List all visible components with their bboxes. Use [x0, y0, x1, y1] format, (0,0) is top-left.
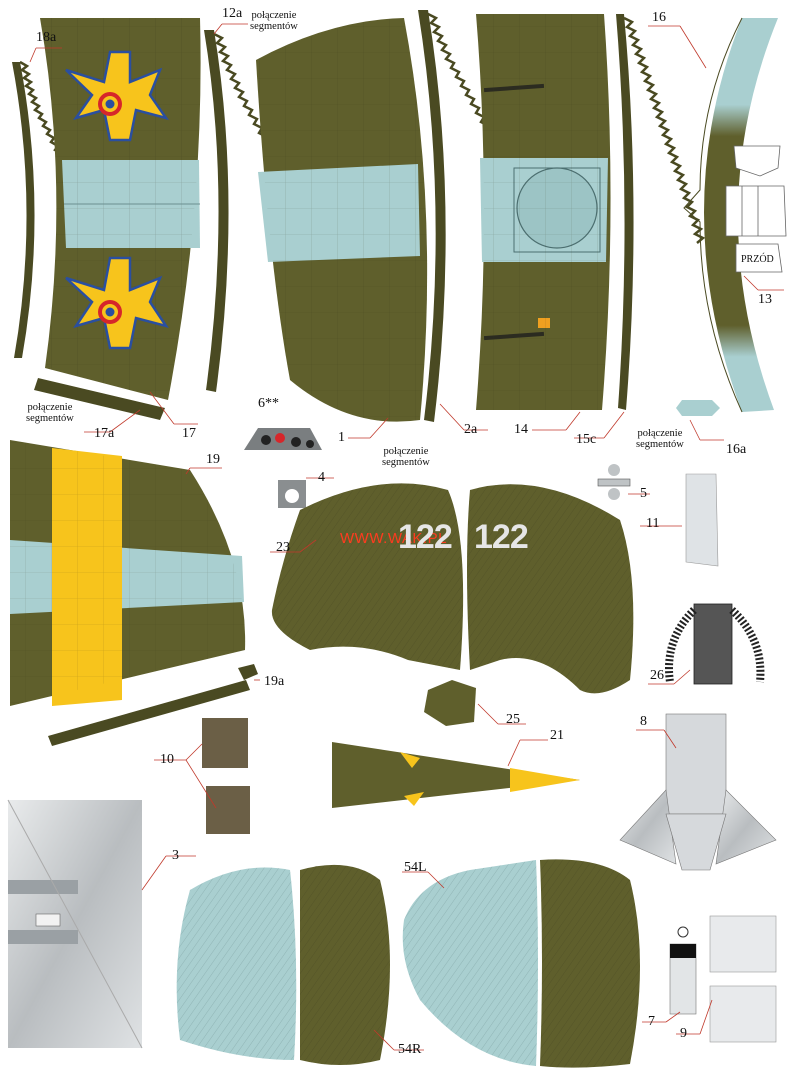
label-2a: 2a: [464, 422, 478, 437]
label-5: 5: [640, 486, 647, 501]
note-line2: segmentów: [26, 413, 74, 424]
label-25: 25: [506, 712, 520, 727]
label-12a: 12a: [222, 6, 243, 21]
part-19-panel: [10, 440, 246, 706]
label-16a: 16a: [726, 442, 747, 457]
note-line2: segmentów: [250, 21, 298, 32]
part-26-piece: [665, 603, 765, 685]
part-1-panel: [256, 18, 428, 422]
part-54L-wing: [402, 859, 640, 1068]
tail-number-right: 122: [474, 518, 529, 556]
label-9: 9: [680, 1026, 687, 1041]
label-6: 6**: [258, 396, 279, 411]
label-10: 10: [160, 752, 174, 767]
label-3: 3: [172, 848, 179, 863]
watermark-text: WWW.WAK.PL: [340, 530, 447, 547]
part-7-piece: [669, 926, 697, 1015]
roundel-cross-lower: [65, 256, 169, 350]
part-13-box: [725, 145, 787, 273]
part-25-piece: [424, 680, 476, 726]
part-19a-tab: [238, 664, 258, 680]
label-1: 1: [338, 430, 345, 445]
part-54R-wing: [176, 864, 390, 1065]
part-23-tailplane: [271, 483, 634, 694]
segment-note-2a: połączenie segmentów: [382, 446, 430, 468]
part-5-piece: [597, 464, 631, 500]
part-19a-strip: [48, 680, 250, 746]
part-17a-strip: [34, 378, 165, 420]
label-19: 19: [206, 452, 220, 467]
label-15c: 15c: [576, 432, 597, 447]
front-label: PRZÓD: [741, 254, 774, 265]
label-23: 23: [276, 540, 290, 555]
note-line1: połączenie: [637, 428, 683, 439]
note-line1: połączenie: [383, 446, 429, 457]
tail-number-left: 122: [398, 518, 453, 556]
leader-lines: [29, 23, 784, 1051]
roundel-cross-upper: [65, 50, 169, 142]
label-13: 13: [758, 292, 772, 307]
note-line1: połączenie: [251, 10, 297, 21]
part-3-cockpit-floor: [7, 799, 143, 1049]
part-16a-piece: [676, 400, 720, 416]
label-8: 8: [640, 714, 647, 729]
label-14: 14: [514, 422, 528, 437]
part-10-upper: [202, 718, 248, 768]
label-54R: 54R: [398, 1042, 422, 1057]
label-17a: 17a: [94, 426, 115, 441]
label-18a: 18a: [36, 30, 57, 45]
part-15c-strip: [616, 14, 706, 410]
part-14-panel: [476, 14, 611, 410]
part-17-panel: [40, 18, 201, 400]
label-21: 21: [550, 728, 564, 743]
part-10-lower: [206, 786, 250, 834]
label-17: 17: [182, 426, 196, 441]
note-line2: segmentów: [636, 439, 684, 450]
segment-note-18a: połączenie segmentów: [26, 402, 74, 424]
label-19a: 19a: [264, 674, 285, 689]
note-line2: segmentów: [382, 457, 430, 468]
label-7: 7: [648, 1014, 655, 1029]
part-6-instrument-panel: [244, 428, 322, 450]
label-16: 16: [652, 10, 666, 25]
label-26: 26: [650, 668, 664, 683]
label-54L: 54L: [404, 860, 427, 875]
part-8-structure: [619, 713, 777, 871]
note-line1: połączenie: [27, 402, 73, 413]
part-16-strip: [683, 17, 778, 413]
part-11-piece: [685, 473, 719, 567]
segment-note-15c: połączenie segmentów: [636, 428, 684, 450]
segment-note-12a: połączenie segmentów: [250, 10, 298, 32]
part-4-piece: [278, 480, 306, 508]
label-4: 4: [318, 470, 325, 485]
part-21-piece: [332, 742, 580, 808]
label-11: 11: [646, 516, 660, 531]
part-9-upper: [709, 915, 777, 973]
part-9-lower: [709, 985, 777, 1043]
